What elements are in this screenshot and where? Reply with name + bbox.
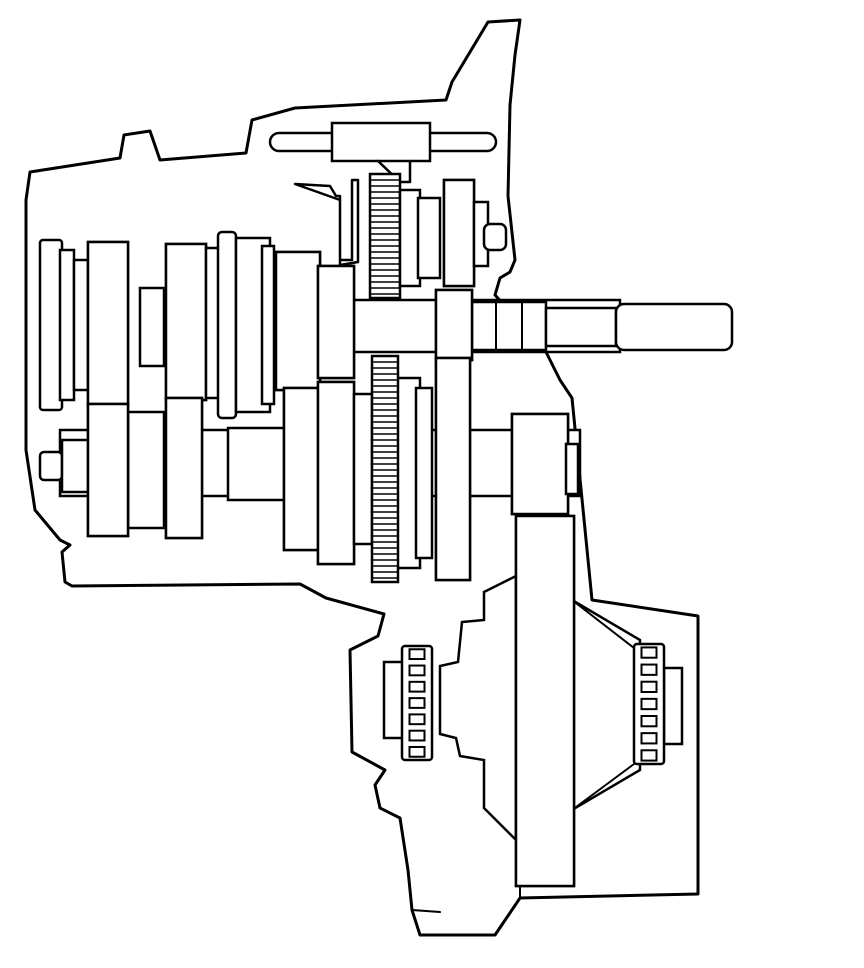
gear-tooth-line [166,546,202,578]
differential-assembly [382,573,684,844]
output-flange-right [662,666,684,746]
gear-tooth-line [166,564,202,596]
gear-tooth-line [88,566,128,602]
roller-element [640,715,658,728]
shift-fork-arm [376,159,412,184]
gear-lower-2 [164,396,204,596]
gear-tooth-line [88,548,128,584]
synchronizer-lower [352,376,434,570]
gear-tooth-line [284,563,320,595]
gear-tooth-line [126,242,128,243]
gear-lower-5 [370,354,400,584]
gear-tooth-line [284,554,320,586]
gear-tooth-line [516,902,574,966]
shift-rail-block [330,121,432,163]
roller-element [640,646,658,659]
gear-tooth-line [516,922,574,968]
gear-tooth-line [88,539,128,575]
counter-shaft-end [38,450,64,482]
counter-shaft-journal [60,438,92,494]
differential-bearing-right [632,642,666,766]
gear-tooth-line [472,180,474,181]
ring-gear [514,514,576,968]
gear-tooth-line [516,942,574,968]
counter-shaft-bearing-right [564,442,580,496]
gear-lower-1 [86,402,130,602]
differential-carrier [438,573,518,844]
case-inner-wall [411,869,521,913]
roller-element [408,713,426,726]
roller-element [640,749,658,762]
gear-tooth-line [566,414,568,415]
gear-lower-6 [434,356,472,619]
gear-tooth-line [284,572,320,604]
gear-tooth-line [166,536,169,538]
hub-top-2 [416,196,442,280]
spacer-upper-1 [138,286,166,368]
roller-element [408,697,426,709]
output-spline [468,300,548,352]
roller-element [408,729,426,742]
counter-shaft-spacer [126,410,166,530]
gear-tooth-line [166,555,202,587]
gear-upper-1 [86,240,130,408]
gear-upper-2 [164,242,208,402]
gear-tooth-line [516,881,521,886]
gear-lower-3 [282,386,322,604]
shift-fork-left [293,178,360,267]
input-shaft-tip [614,302,734,352]
gear-tooth-line [516,892,574,956]
gear-tooth-line [318,566,354,598]
roller-element [408,680,426,693]
bearing-top-cap [482,222,508,252]
roller-element [408,648,426,661]
synchronizer-upper [204,230,276,420]
input-shaft-end [544,306,618,348]
gear-tooth-line [516,932,574,968]
bearing-left-upper [38,238,90,412]
roller-element [640,663,658,676]
roller-element [640,680,658,694]
shift-rail-assembly [268,121,498,267]
differential-carrier-right [570,597,642,813]
roller-element [640,697,658,711]
roller-element [640,732,658,745]
gear-top-1 [368,172,402,300]
gear-tooth-line [204,244,206,245]
gear-tooth-line [436,588,470,619]
gear-upper-3 [274,250,322,392]
transmission-case-outline [24,18,700,937]
counter-shaft-neck [226,426,290,502]
gear-tooth-line [516,912,574,968]
roller-element [408,745,426,758]
gear-tooth-line [318,252,320,253]
main-shaft [328,298,734,354]
gear-lower-4 [316,380,356,598]
roller-element [408,664,426,677]
gear-tooth-line [436,578,438,580]
differential-bearing-left [400,644,434,762]
gear-tooth-line [88,557,128,593]
gear-upper-4 [316,264,356,380]
gear-upper-5 [434,288,474,362]
gear-lower-7 [510,412,570,516]
